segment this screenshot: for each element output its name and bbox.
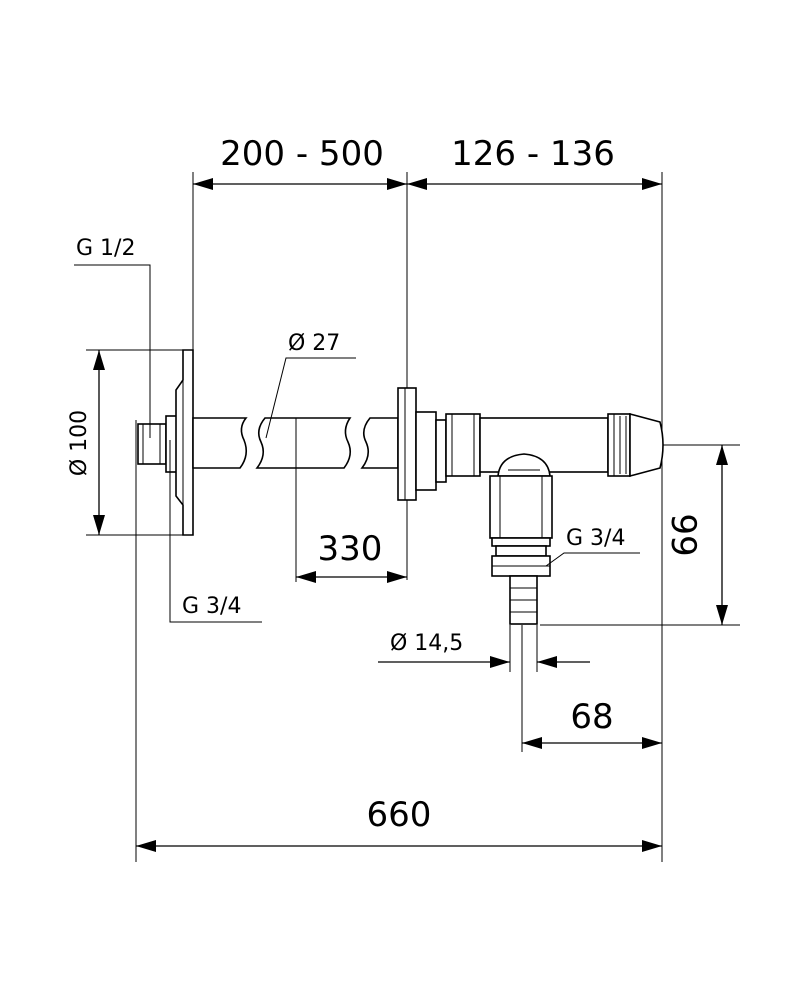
end-cap — [607, 413, 631, 477]
label-pipe-diameter: Ø 27 — [288, 331, 340, 356]
mounting-flange — [397, 387, 417, 501]
label-hose-diameter: Ø 14,5 — [390, 631, 463, 656]
label-flange-thread: G 1/2 — [76, 236, 135, 261]
outlet-nut — [489, 475, 553, 539]
wall-flange — [175, 349, 194, 536]
valve-body — [445, 413, 481, 477]
pipe-segment — [192, 417, 248, 469]
label-pipe-section: 330 — [318, 529, 383, 569]
label-connection-thread: G 3/4 — [182, 594, 241, 619]
leader-lines — [74, 264, 640, 623]
label-outlet-thread: G 3/4 — [566, 526, 625, 551]
dimension-labels: 200 - 500 126 - 136 G 1/2 Ø 27 Ø 100 330… — [67, 134, 703, 835]
label-flange-diameter: Ø 100 — [67, 410, 92, 476]
label-hose-offset: 68 — [570, 697, 613, 737]
label-outlet-reach: 126 - 136 — [451, 134, 615, 174]
label-total-length: 660 — [367, 795, 432, 835]
label-wall-depth: 200 - 500 — [220, 134, 384, 174]
inlet-nipple — [137, 423, 167, 465]
extension-lines — [86, 172, 740, 862]
dimension-lines — [93, 178, 728, 852]
pipe-segment — [255, 417, 352, 469]
label-outlet-height: 99 — [663, 513, 703, 556]
pipe-segment — [360, 417, 399, 469]
wall-valve-body — [137, 349, 664, 625]
